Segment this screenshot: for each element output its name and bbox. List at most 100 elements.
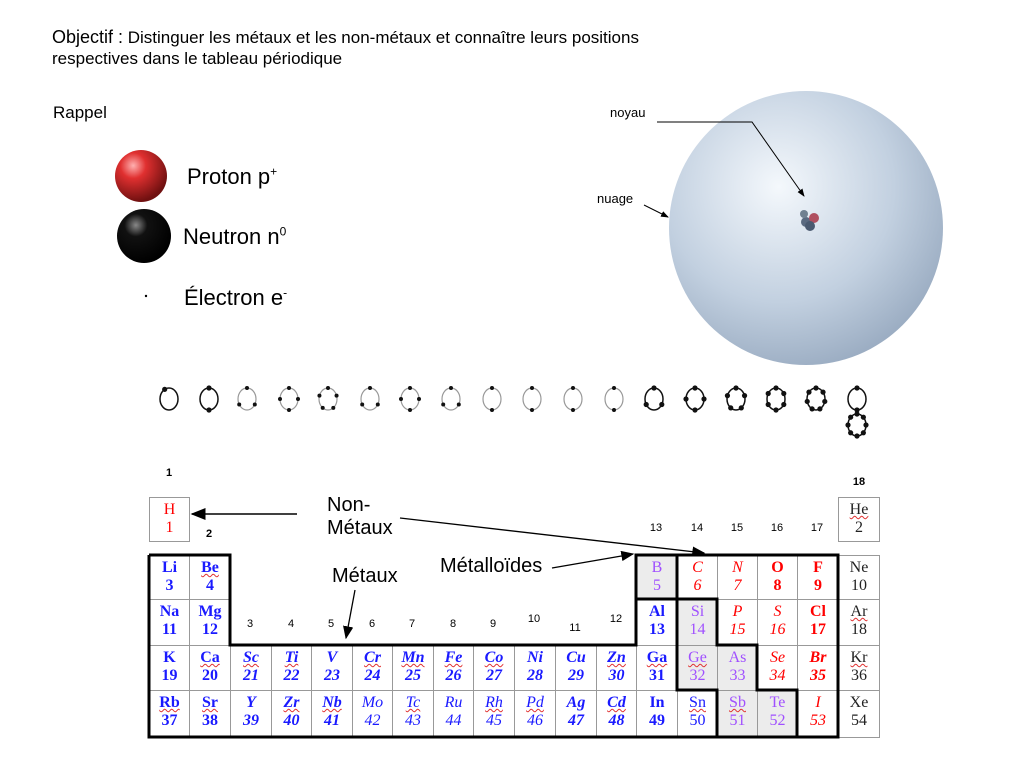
atomic-number: 35 [810, 667, 826, 684]
element-symbol: B [651, 559, 663, 576]
group-number: 4 [287, 618, 295, 630]
electron-dot [530, 386, 534, 390]
electron-shell [199, 387, 219, 411]
element-symbol: Tc [405, 694, 421, 711]
electron-dot [854, 385, 860, 391]
element-symbol: S [773, 603, 782, 620]
electron-dot [860, 430, 866, 436]
electron-dot [278, 397, 282, 401]
electron-dot [331, 405, 336, 410]
element-symbol: Rh [485, 694, 503, 711]
element-symbol: Ti [284, 649, 299, 666]
electron-dot [408, 408, 412, 412]
group-number: 15 [730, 522, 744, 534]
electron-dot [651, 385, 657, 391]
electron-shell [685, 387, 705, 411]
atomic-number: 27 [486, 667, 502, 684]
atomic-number: 10 [851, 577, 867, 594]
electron-dot [765, 401, 771, 408]
atomic-number: 29 [568, 667, 584, 684]
element-symbol: Br [809, 649, 827, 666]
noyau-pointer [657, 121, 805, 197]
group-number: 3 [246, 618, 254, 630]
element-symbol: Se [769, 649, 786, 666]
group-number: 13 [649, 522, 663, 534]
atomic-number: 31 [649, 667, 665, 684]
element-symbol: Ga [646, 649, 668, 666]
electron-dot [692, 385, 698, 391]
metalloid-arrow [551, 550, 635, 569]
group-number: 16 [770, 522, 784, 534]
electron-dot [643, 401, 649, 408]
group-number: 18 [852, 476, 866, 488]
electron-dot [845, 422, 851, 428]
electron-dot [724, 393, 731, 399]
electron-shell [360, 387, 380, 411]
electron-dot [571, 386, 575, 390]
rappel-heading: Rappel [53, 103, 107, 122]
element-symbol: As [728, 649, 747, 666]
element-symbol: Si [690, 603, 705, 620]
element-symbol: O [771, 559, 784, 576]
electron-shell [766, 387, 786, 411]
group-number: 5 [327, 618, 335, 630]
electron-dot [237, 402, 242, 407]
group-number: 12 [609, 613, 623, 625]
electron-dot [441, 402, 446, 407]
element-symbol: Sb [729, 694, 746, 711]
electron-dot [863, 422, 869, 428]
element-symbol: P [732, 603, 743, 620]
atomic-number: 23 [324, 667, 340, 684]
element-symbol: Rb [159, 694, 180, 711]
electron-label: Électron e- [184, 285, 288, 310]
element-symbol: Mn [401, 649, 425, 666]
element-symbol: Ag [566, 694, 586, 711]
atomic-number: 41 [324, 712, 340, 729]
electron-dot [820, 389, 826, 395]
electron-shell [400, 387, 420, 411]
atomic-number: 24 [364, 667, 381, 684]
electron-dot [317, 393, 322, 398]
element-symbol: Cd [607, 694, 626, 711]
electron-dot [817, 406, 823, 412]
electron-dot [368, 386, 372, 390]
atomic-number: 34 [769, 667, 786, 684]
electron-dot [399, 397, 403, 401]
element-symbol: F [813, 559, 823, 576]
atomic-number: 28 [527, 667, 543, 684]
atomic-number: 21 [243, 667, 259, 684]
objective-text-2: respectives dans le tableau périodique [52, 49, 343, 68]
nonmetaux-label: Non-Métaux [327, 494, 393, 539]
element-symbol: Co [484, 649, 504, 666]
element-symbol: He [849, 501, 869, 518]
electron-dot [449, 386, 453, 390]
atomic-number: 32 [689, 667, 706, 684]
atomic-number: 39 [243, 712, 259, 729]
atomic-number: 3 [165, 577, 174, 594]
nuage-pointer [643, 204, 669, 218]
atomic-number: 22 [283, 667, 300, 684]
group-number: 11 [569, 622, 581, 634]
objective-text: Distinguer les métaux et les non-métaux … [123, 28, 639, 47]
element-symbol: Kr [850, 649, 868, 666]
